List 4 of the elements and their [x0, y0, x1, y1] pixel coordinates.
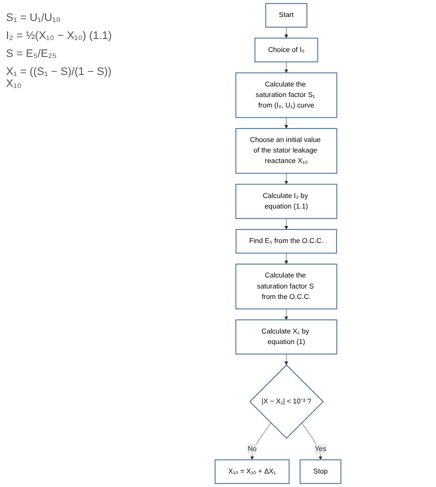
formula-note: X₁ = ((S₁ − S)/(1 − S)) X₁₀ — [6, 66, 113, 90]
formula-note: I₂ = ½(X₁₀ − X₁₀) (1.1) — [6, 30, 113, 42]
formula-note: S₁ = U₁/U₁₀ — [6, 12, 62, 24]
formula-note: S = E₅/E₂₅ — [6, 48, 58, 60]
